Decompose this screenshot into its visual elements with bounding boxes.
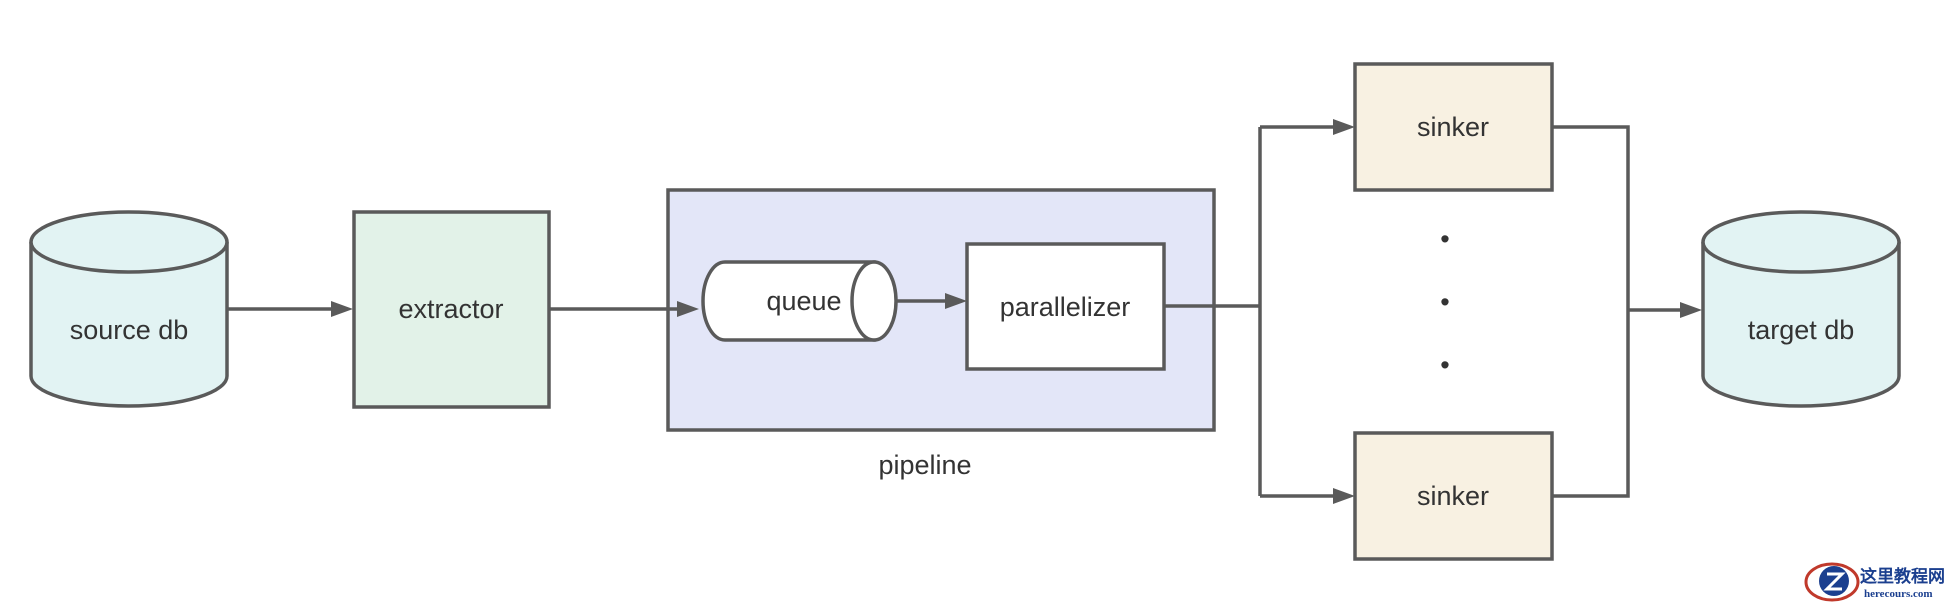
ellipsis-dot: •: [1440, 350, 1449, 380]
queue-body: [701, 260, 876, 342]
sinker-top-node: sinker: [1353, 62, 1554, 192]
target-db-node: target db: [1701, 210, 1901, 408]
extractor-node: extractor: [352, 210, 551, 409]
queue-node: queue: [701, 260, 898, 342]
arrow-extractor-to-queue: [549, 301, 699, 317]
extractor-box: [352, 210, 551, 409]
sinker-bottom-node: sinker: [1353, 431, 1554, 561]
source-db-node: source db: [29, 210, 229, 408]
arrow-source-to-extractor: [227, 301, 353, 317]
parallelizer-label: parallelizer: [1000, 292, 1131, 322]
sinker-top-box: [1353, 62, 1554, 192]
sinker-top-label: sinker: [1417, 112, 1489, 142]
target-db-body: [1701, 242, 1901, 408]
target-db-top: [1701, 210, 1901, 274]
watermark-title: 这里教程网: [1860, 566, 1945, 587]
extractor-label: extractor: [398, 294, 503, 324]
pipeline-caption: pipeline: [878, 450, 971, 480]
fan-in-connector: [1552, 125, 1702, 498]
source-db-body: [29, 242, 229, 408]
target-db-label: target db: [1748, 315, 1855, 345]
ellipsis-dot: •: [1440, 224, 1449, 254]
queue-end-cap: [850, 260, 898, 342]
parallelizer-box: [965, 242, 1166, 371]
stylized-z-logo-icon: [1804, 562, 1860, 602]
fan-out-connector: [1164, 119, 1355, 504]
arrow-queue-to-parallelizer: [896, 293, 967, 309]
source-db-label: source db: [70, 315, 189, 345]
sinker-bottom-label: sinker: [1417, 481, 1489, 511]
sinker-ellipsis: • • •: [1440, 224, 1449, 380]
watermark: 这里教程网 herecours.com: [1804, 562, 1945, 602]
watermark-domain: herecours.com: [1864, 588, 1933, 600]
source-db-top: [29, 210, 229, 274]
queue-label: queue: [766, 286, 841, 316]
ellipsis-dot: •: [1440, 287, 1449, 317]
sinker-bottom-box: [1353, 431, 1554, 561]
parallelizer-node: parallelizer: [965, 242, 1166, 371]
